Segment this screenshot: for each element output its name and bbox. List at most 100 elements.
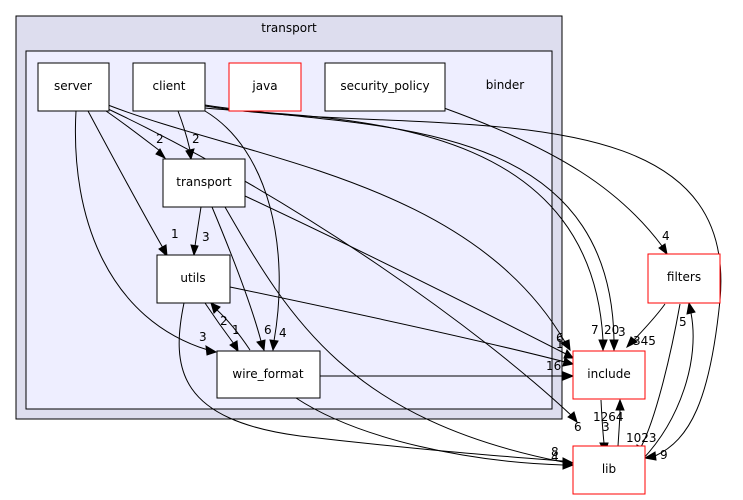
edge-wire-utils — [215, 308, 251, 351]
edge-label-lib-b: 4 — [551, 450, 559, 464]
node-wire-format-label: wire_format — [232, 367, 304, 381]
cluster-binder-label: binder — [486, 78, 525, 92]
node-lib[interactable]: lib — [572, 445, 646, 495]
edge-client-lib-arrow — [643, 451, 657, 461]
edge-lib-include — [617, 408, 621, 447]
edge-client-wire-arrow — [269, 339, 279, 352]
edge-server-lib-arrow — [567, 411, 578, 424]
edge-transport-include-arrow — [563, 348, 574, 359]
edge-security-filters — [443, 107, 663, 247]
edge-label-lib-filters: 5 — [679, 315, 687, 329]
edge-label-server-utils: 1 — [171, 227, 179, 241]
edge-server-include — [107, 104, 566, 343]
node-include[interactable]: include — [572, 350, 646, 400]
edge-client-lib — [204, 105, 722, 457]
edge-label-lib-include: 1264 — [593, 410, 624, 424]
node-server-label: server — [54, 79, 92, 93]
edge-label-include-e: 3 — [618, 325, 626, 339]
node-lib-label: lib — [602, 462, 616, 476]
edge-server-utils-arrow — [158, 244, 168, 258]
edge-transport-wire-arrow — [256, 339, 266, 352]
edge-label-include-c: 7 — [591, 323, 599, 337]
node-java-label: java — [251, 79, 277, 93]
edge-server-include-arrow — [559, 339, 571, 352]
edge-filters-lib — [640, 303, 681, 448]
edge-wire-lib-arrow — [562, 460, 575, 470]
node-wire-format[interactable]: wire_format — [216, 350, 321, 399]
node-include-box[interactable] — [572, 350, 646, 400]
node-utils[interactable]: utils — [156, 254, 231, 304]
edge-client-include-a-arrow — [598, 339, 608, 352]
node-security-policy-box[interactable] — [324, 62, 446, 112]
node-filters[interactable]: filters — [647, 253, 721, 304]
edge-label-include-lib: 3 — [602, 420, 610, 434]
edge-lib-filters-arrow — [686, 301, 696, 315]
edge-label-server-transport: 2 — [156, 132, 164, 146]
node-filters-label: filters — [667, 270, 701, 284]
edge-filters-include-arrow — [626, 336, 638, 349]
edge-label-filters-include: 345 — [633, 334, 656, 348]
node-filters-box[interactable] — [647, 253, 721, 304]
node-client-label: client — [153, 79, 186, 93]
edge-label-to-filters: 4 — [662, 229, 670, 243]
edge-label-include-d: 20 — [604, 323, 619, 337]
edge-client-wire — [204, 110, 280, 342]
edge-server-wire — [74, 110, 209, 351]
edge-wire-include-arrow — [562, 371, 575, 381]
edge-transport-lib — [224, 206, 564, 463]
node-wire-format-box[interactable] — [216, 350, 321, 399]
edge-filters-include — [633, 303, 666, 341]
edge-utils-wire-arrow — [229, 340, 239, 353]
node-client-box[interactable] — [132, 62, 206, 112]
edge-client-include-b-arrow — [609, 339, 619, 352]
edges: 2 2 1 3 3 2 1 4 6 — [74, 104, 722, 470]
edge-label-server-lib: 6 — [574, 420, 582, 434]
edge-transport-include — [244, 195, 567, 355]
edge-wire-lib — [295, 397, 564, 466]
edge-lib-include-arrow — [615, 398, 625, 411]
edge-server-lib — [105, 107, 573, 417]
edge-server-transport-arrow — [155, 148, 167, 160]
cluster-transport-label: transport — [261, 21, 317, 35]
edge-label-utils-wire: 2 — [220, 314, 228, 328]
edge-label-include-b: 1 — [556, 337, 564, 351]
node-lib-box[interactable] — [572, 445, 646, 495]
edge-label-client-lib: 9 — [660, 448, 668, 462]
edge-transport-utils-arrow — [190, 244, 199, 257]
node-client[interactable]: client — [132, 62, 206, 112]
edge-server-transport — [105, 110, 161, 152]
node-utils-label: utils — [180, 271, 205, 285]
node-include-label: include — [587, 367, 630, 381]
node-transport[interactable]: transport — [162, 158, 246, 208]
node-java[interactable]: java — [228, 62, 302, 112]
edge-transport-wire — [211, 206, 262, 342]
node-utils-box[interactable] — [156, 254, 231, 304]
edge-security-filters-arrow — [658, 243, 668, 256]
edge-utils-include — [229, 286, 566, 363]
edge-utils-include-arrow — [562, 357, 575, 367]
edge-label-filters-lib: 1023 — [626, 431, 657, 445]
edge-label-server-wire: 3 — [199, 330, 207, 344]
edge-label-client-wire: 4 — [279, 326, 287, 340]
edge-label-wire-include: 16 — [546, 359, 561, 373]
node-server-box[interactable] — [37, 62, 110, 112]
edge-lib-filters — [641, 312, 694, 461]
node-java-box[interactable] — [228, 62, 302, 112]
edge-label-transport-utils: 3 — [202, 230, 210, 244]
edge-utils-lib — [178, 302, 564, 462]
edge-label-lib-a: 8 — [551, 445, 559, 459]
node-server[interactable]: server — [37, 62, 110, 112]
node-transport-box[interactable] — [162, 158, 246, 208]
edge-label-include-a: 6 — [556, 331, 564, 345]
node-transport-label: transport — [176, 175, 232, 189]
edge-label-wire-utils: 1 — [232, 323, 240, 337]
edge-include-lib — [600, 399, 605, 444]
edge-server-wire-arrow — [205, 345, 218, 356]
edge-wire-utils-arrow — [210, 302, 221, 314]
edge-transport-utils — [194, 206, 202, 247]
edge-label-transport-wire: 6 — [264, 323, 272, 337]
edge-server-utils — [87, 110, 164, 249]
node-security-policy[interactable]: security_policy — [324, 62, 446, 112]
node-security-policy-label: security_policy — [340, 79, 429, 93]
edge-utils-wire — [204, 302, 235, 345]
